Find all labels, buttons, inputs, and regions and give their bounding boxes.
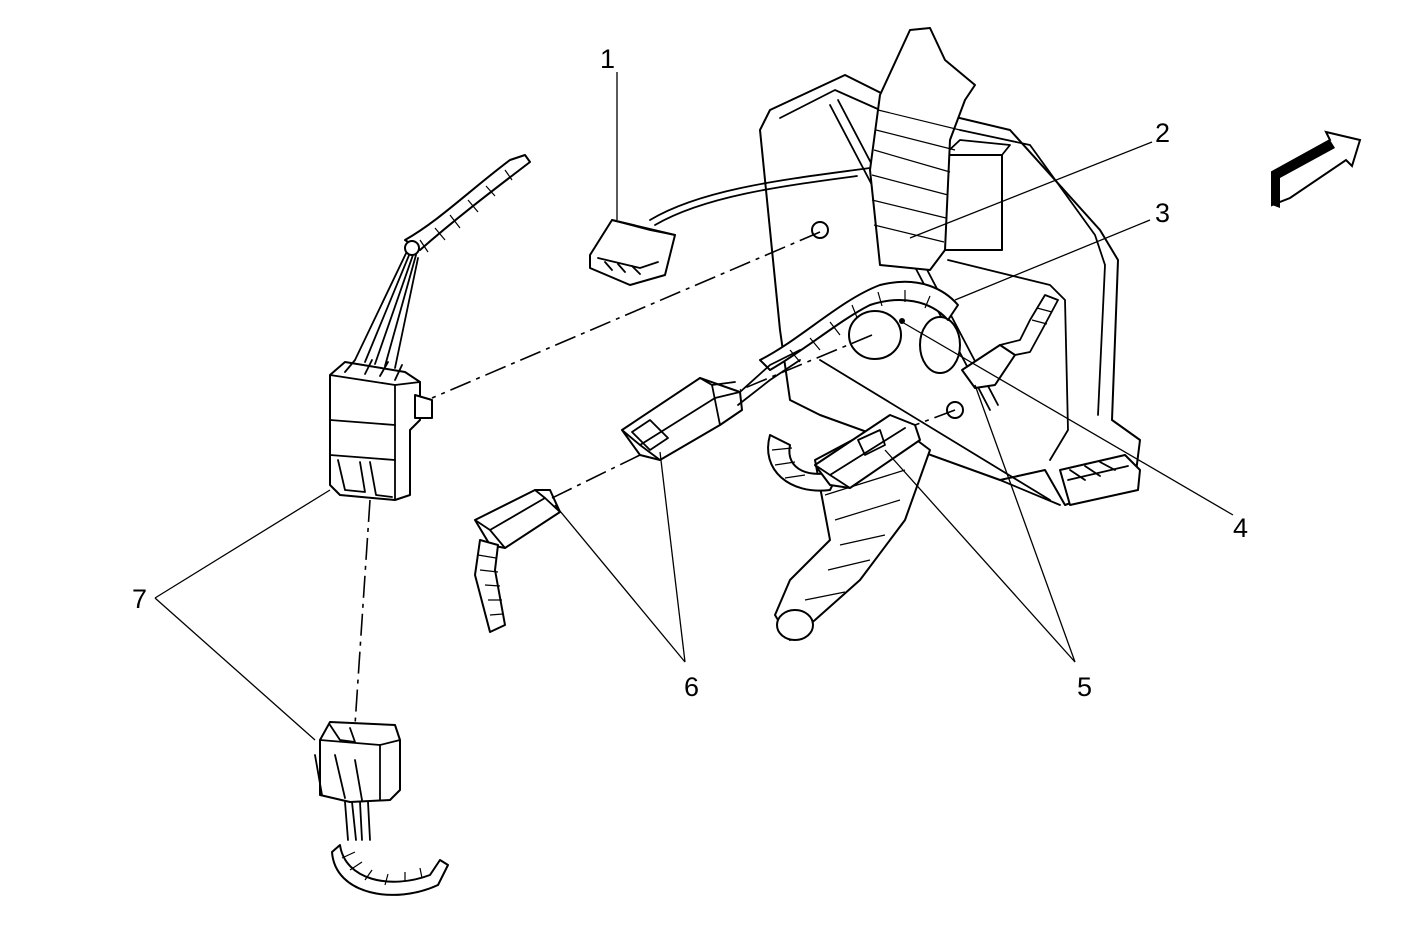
steering-column-tube: [767, 27, 976, 641]
leader-lines: [154, 72, 1234, 741]
connector-6-upper: [621, 349, 801, 461]
callout-7: 7: [132, 584, 147, 614]
connector-6-lower: [474, 489, 561, 633]
callout-5: 5: [1077, 672, 1092, 702]
callout-6: 6: [684, 672, 699, 702]
alignment-lines: [354, 231, 956, 726]
connector-7-lower: [314, 721, 449, 896]
connector-5-pair: [814, 294, 1059, 489]
callout-1: 1: [600, 44, 615, 74]
callout-labels: 1 2 3 4 5 6 7: [132, 44, 1248, 702]
callout-3: 3: [1155, 198, 1170, 228]
harness-3: [759, 221, 964, 419]
callout-4: 4: [1233, 513, 1248, 543]
connector-7-upper: [329, 154, 531, 501]
connector-1-module: [589, 167, 871, 286]
mounting-bracket: [759, 74, 1141, 506]
direction-arrow-icon: [1271, 130, 1362, 208]
callout-2: 2: [1155, 118, 1170, 148]
